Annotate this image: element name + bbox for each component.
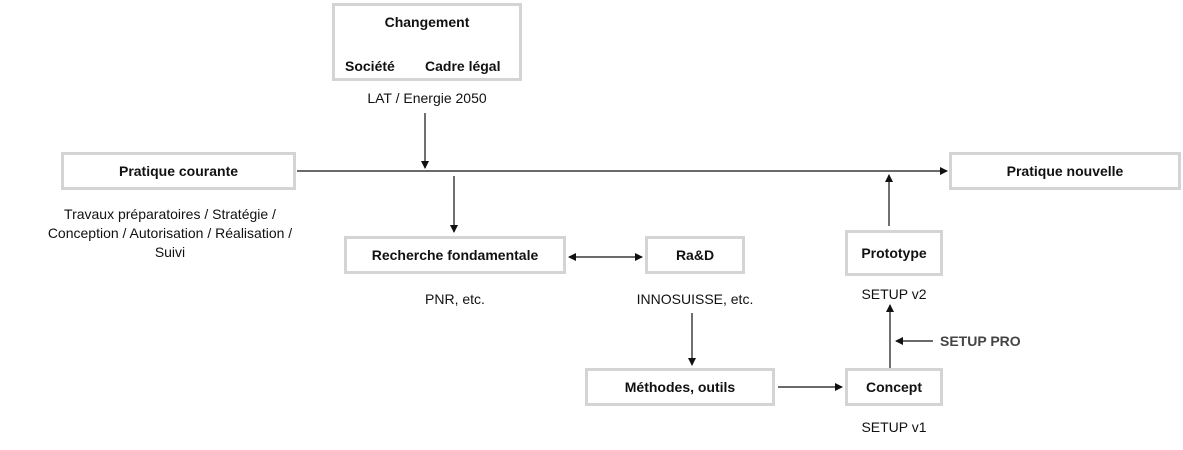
methods-box: Méthodes, outils bbox=[585, 368, 775, 406]
prototype-label: Prototype bbox=[861, 245, 927, 261]
new-practice-box: Pratique nouvelle bbox=[949, 152, 1181, 190]
change-legal-framework: Cadre légal bbox=[425, 58, 501, 74]
current-practice-steps-line2: Conception / Autorisation / Réalisation … bbox=[47, 225, 293, 241]
current-practice-steps-line1: Travaux préparatoires / Stratégie / bbox=[64, 206, 276, 222]
rad-box: Ra&D bbox=[645, 236, 745, 274]
research-box: Recherche fondamentale bbox=[344, 236, 566, 274]
prototype-caption: SETUP v2 bbox=[861, 286, 927, 302]
change-society: Société bbox=[345, 58, 395, 74]
concept-caption: SETUP v1 bbox=[861, 419, 927, 435]
rad-label: Ra&D bbox=[675, 247, 715, 263]
methods-label: Méthodes, outils bbox=[624, 379, 736, 395]
current-practice-label: Pratique courante bbox=[118, 163, 239, 179]
current-practice-steps-line3: Suivi bbox=[154, 244, 186, 260]
current-practice-steps: Travaux préparatoires / Stratégie / Conc… bbox=[20, 205, 320, 262]
change-caption: LAT / Energie 2050 bbox=[367, 90, 487, 106]
current-practice-box: Pratique courante bbox=[61, 152, 296, 190]
rad-caption: INNOSUISSE, etc. bbox=[636, 291, 754, 307]
change-box: Changement Société Cadre légal bbox=[332, 3, 522, 81]
setup-pro-label: SETUP PRO bbox=[940, 333, 1021, 349]
new-practice-label: Pratique nouvelle bbox=[1006, 163, 1124, 179]
concept-box: Concept bbox=[845, 368, 943, 406]
prototype-box: Prototype bbox=[845, 230, 943, 276]
research-caption: PNR, etc. bbox=[425, 291, 485, 307]
concept-label: Concept bbox=[866, 379, 922, 395]
research-label: Recherche fondamentale bbox=[371, 247, 539, 263]
change-title: Changement bbox=[384, 14, 470, 30]
